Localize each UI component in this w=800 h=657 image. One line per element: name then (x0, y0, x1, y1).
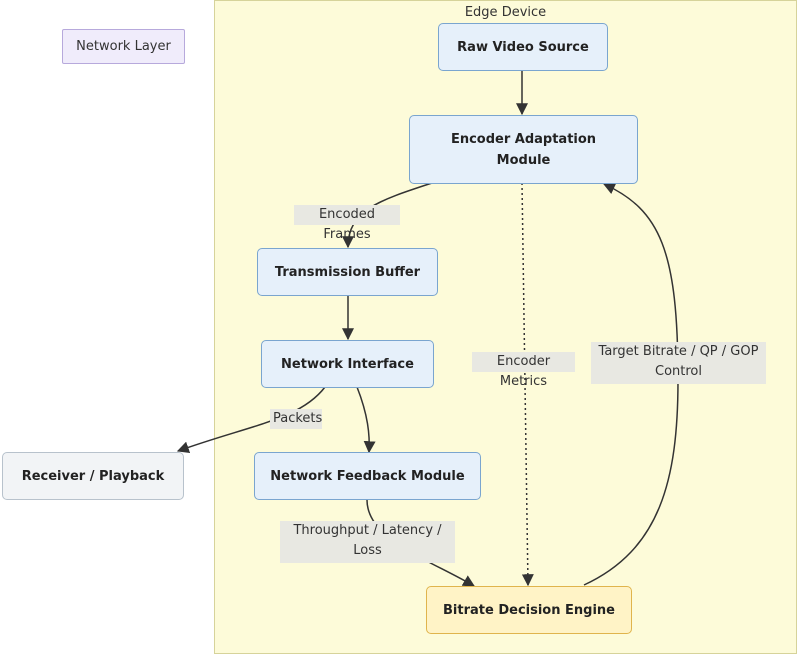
node-label: Receiver / Playback (21, 468, 165, 484)
edge-label-encoded-frames: Encoded Frames (294, 205, 400, 242)
node-label: Network Feedback Module (270, 468, 465, 484)
network-layer-legend: Network Layer (62, 29, 185, 64)
edge-decision-to-encoder (583, 183, 679, 586)
node-raw-video-source: Raw Video Source (438, 23, 608, 71)
node-network-feedback: Network Feedback Module (254, 452, 481, 500)
node-bitrate-decision: Bitrate Decision Engine (426, 586, 632, 634)
node-label: Network Interface (281, 356, 414, 372)
edge-encoder-metrics (521, 182, 534, 587)
edge-interface-to-receiver (176, 386, 326, 453)
node-transmission-buffer: Transmission Buffer (257, 248, 438, 296)
cluster-title: Edge Device (464, 5, 547, 20)
node-label: Raw Video Source (457, 39, 589, 55)
node-label: Encoder Adaptation Module (450, 131, 597, 168)
edge-label-encoder-metrics: Encoder Metrics (472, 352, 575, 389)
edge-label-throughput: Throughput / Latency / Loss (280, 521, 455, 563)
node-receiver-playback: Receiver / Playback (2, 452, 184, 500)
node-encoder-adaptation: Encoder Adaptation Module (409, 115, 638, 184)
edge-interface-to-feedback (356, 386, 376, 454)
node-label: Transmission Buffer (274, 264, 421, 280)
node-label: Bitrate Decision Engine (443, 602, 615, 618)
edge-label-packets: Packets (270, 409, 322, 429)
node-network-interface: Network Interface (261, 340, 434, 388)
edge-label-target-bitrate: Target Bitrate / QP / GOP Control (591, 342, 766, 384)
